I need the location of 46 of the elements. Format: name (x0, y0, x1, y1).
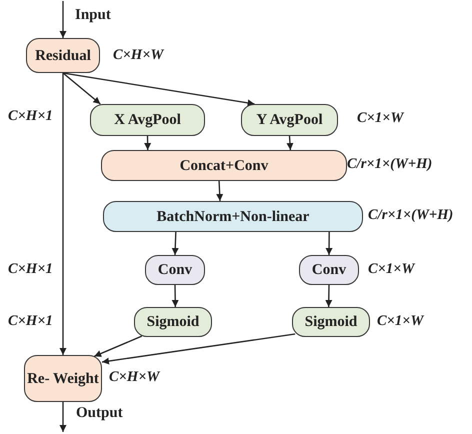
dimension-label: C×H×1 (8, 261, 53, 278)
arrow (102, 333, 296, 364)
edge-label: Output (76, 405, 123, 422)
node-label: Residual (35, 46, 91, 64)
arrow (325, 284, 332, 308)
arrow (62, 72, 101, 104)
node-label: BatchNorm+Non-linear (156, 208, 310, 226)
arrow (286, 136, 294, 150)
node-label: Y AvgPool (256, 111, 323, 129)
node-label: Concat+Conv (180, 156, 268, 174)
conv-box (145, 255, 205, 285)
dimension-label: C/r×1×(W+H) (368, 207, 454, 224)
node-label: Sigmoid (146, 313, 200, 331)
dimension-label: C×H×W (109, 369, 160, 386)
batchnorm-box (103, 201, 363, 232)
residual-box (26, 38, 100, 73)
dimension-label: C×1×W (377, 313, 424, 330)
sigmoid-box (134, 307, 212, 337)
node-label: Sigmoid (304, 313, 358, 331)
dimension-label: C×H×1 (8, 313, 53, 330)
reweight-box (24, 355, 102, 402)
node-label: Conv (312, 261, 346, 279)
dimension-label: C×H×W (113, 47, 164, 64)
dimension-label: C×1×W (357, 110, 404, 127)
arrow (172, 232, 179, 256)
conv-box (299, 255, 359, 285)
pooling-box (241, 104, 338, 136)
node-label: Re- Weight (27, 370, 99, 388)
arrow (62, 72, 255, 106)
arrow (172, 284, 179, 308)
arrow (216, 180, 224, 202)
arrow (94, 336, 142, 357)
dimension-label: C×1×W (368, 261, 414, 278)
node-label: X AvgPool (114, 111, 181, 129)
sigmoid-box (292, 307, 370, 337)
arrow (144, 136, 152, 150)
arrow (326, 232, 333, 255)
arrow (60, 402, 66, 432)
concat-conv-box (101, 150, 347, 181)
dimension-label: C/r×1×(W+H) (347, 156, 432, 173)
edge-label: Input (75, 7, 111, 24)
arrow (60, 1, 66, 38)
node-label: Conv (158, 261, 192, 279)
arrow (60, 73, 66, 355)
dimension-label: C×H×1 (8, 108, 53, 125)
pooling-box (90, 104, 205, 136)
